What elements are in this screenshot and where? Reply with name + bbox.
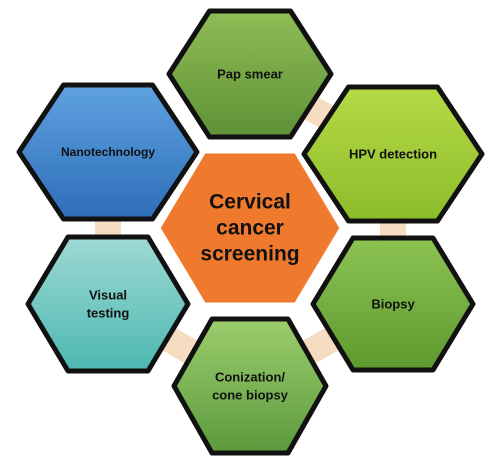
hexagon-label-nano: Nanotechnology [61,145,155,159]
hexagon-label-hpv: HPV detection [349,147,437,162]
center-label: screening [200,243,299,266]
center-label: cancer [216,217,284,240]
hexagon-hpv: HPV detection [301,84,485,224]
hexagon-biopsy: Biopsy [310,235,476,373]
center-label: Cervical [209,191,291,214]
hexagon-label-visual: testing [87,306,130,321]
center-hexagon: Cervical cancer screening [157,150,343,306]
hexagon-label-biopsy: Biopsy [371,297,415,312]
hexagon-shape-pap [166,8,334,140]
hexagon-conization: Conization/cone biopsy [171,316,329,456]
hexagon-label-pap: Pap smear [217,67,283,82]
hexagon-shape-nano [16,82,200,222]
hexagon-shape-visual [25,234,191,374]
hexagon-shape-biopsy [310,235,476,373]
hexagon-pap: Pap smear [166,8,334,140]
hexagon-nano: Nanotechnology [16,82,200,222]
hexagon-label-conization: Conization/ [215,370,285,385]
hexagon-visual: Visual testing [25,234,191,374]
hexagon-shape-hpv [301,84,485,224]
hexagon-label-conization: cone biopsy [212,388,289,403]
hexagon-center: Cervical cancer screening [157,150,343,306]
hexagon-shape-conization [171,316,329,456]
center-hexagon-shape [157,150,343,306]
hexagon-label-visual: Visual [89,288,127,303]
